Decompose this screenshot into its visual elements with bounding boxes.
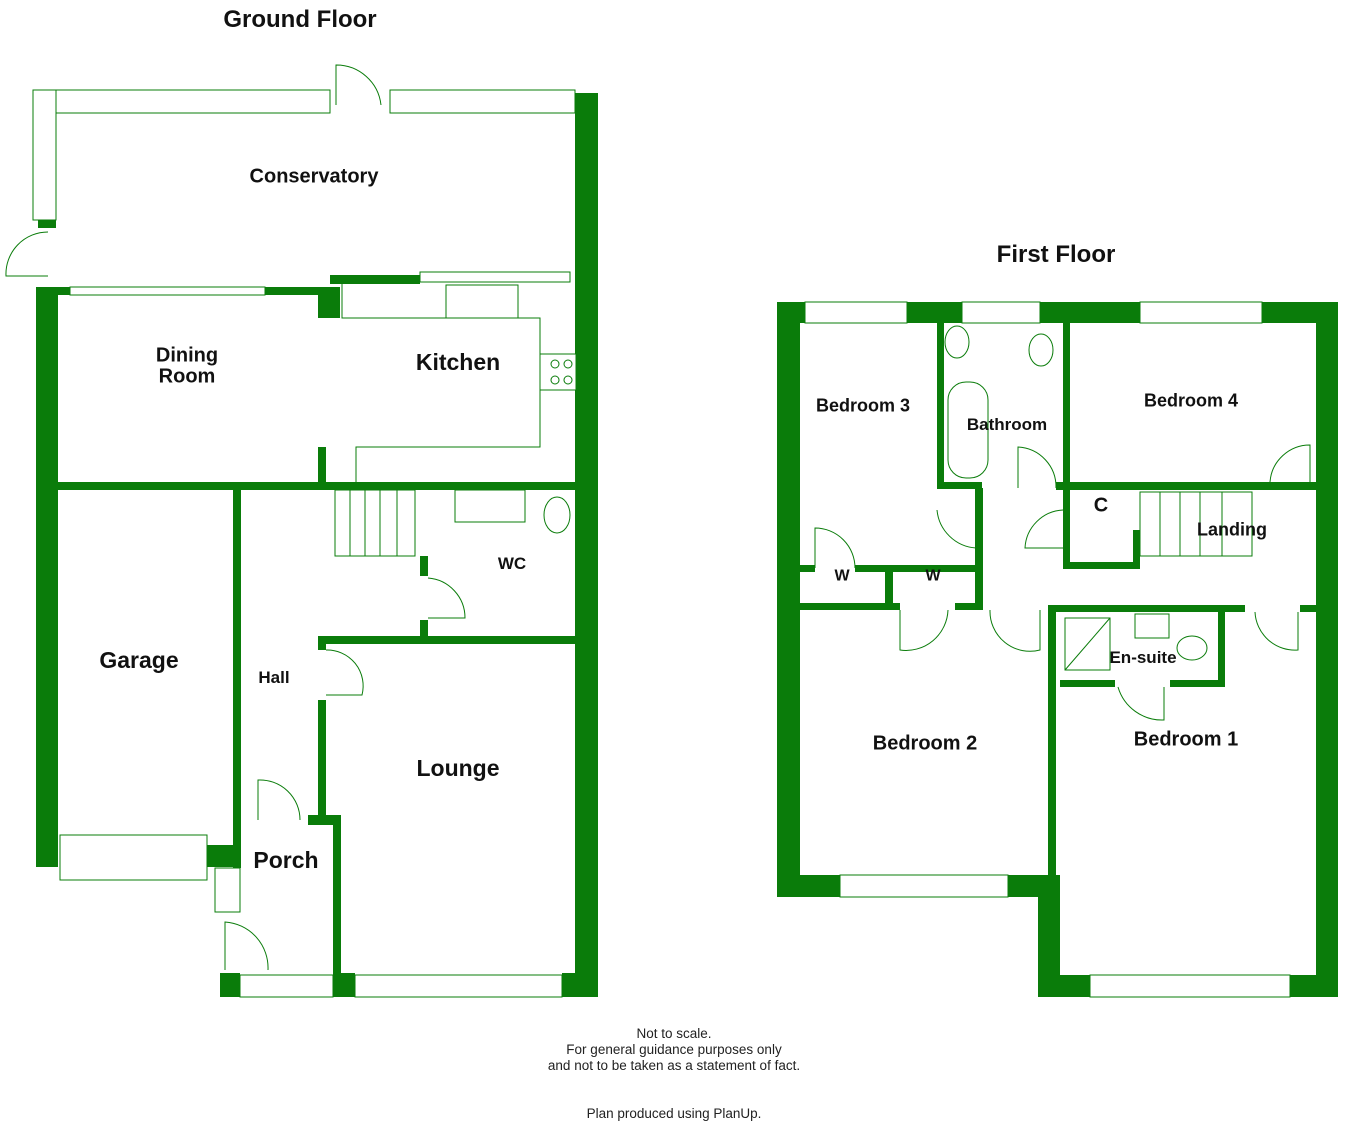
room-label-porch: Porch — [253, 846, 319, 873]
toilet-icon — [1028, 333, 1054, 367]
hob-icon — [539, 353, 577, 391]
window — [1139, 301, 1263, 324]
disclaimer-line-2: For general guidance purposes only — [566, 1042, 782, 1057]
disclaimer-note: Not to scale. For general guidance purpo… — [548, 1026, 800, 1074]
door-icon — [5, 231, 49, 277]
disclaimer-line-3: and not to be taken as a statement of fa… — [547, 1058, 801, 1073]
garage-door — [59, 834, 208, 881]
room-label-kitchen: Kitchen — [415, 348, 501, 375]
toilet-icon — [1176, 635, 1208, 661]
stairs — [334, 489, 416, 557]
window — [239, 974, 334, 998]
conservatory-window — [32, 89, 57, 221]
room-label-conservatory: Conservatory — [249, 165, 379, 188]
room-label-wardrobe-2: W — [925, 567, 941, 585]
room-label-bedroom-1: Bedroom 1 — [1133, 728, 1239, 751]
stairs — [1139, 491, 1253, 557]
room-label-dining-2: Room — [158, 365, 216, 388]
window — [419, 271, 571, 283]
room-label-garage: Garage — [99, 646, 179, 673]
window — [354, 974, 563, 998]
room-label-hall: Hall — [258, 668, 290, 688]
room-label-bedroom-2: Bedroom 2 — [872, 732, 978, 755]
room-label-dining-1: Dining — [155, 344, 219, 367]
toilet-icon — [543, 496, 571, 534]
first-floor-plan — [777, 301, 1338, 998]
bath-icon — [947, 381, 989, 479]
basin-icon — [944, 325, 970, 359]
window — [804, 301, 908, 324]
credit-note: Plan produced using PlanUp. — [586, 1106, 762, 1121]
sink-icon — [445, 284, 519, 319]
conservatory-window — [389, 89, 576, 114]
window — [69, 286, 266, 296]
room-label-wc: WC — [497, 554, 527, 574]
window — [839, 874, 1009, 898]
basin-icon — [1134, 613, 1170, 639]
first-floor-title: First Floor — [996, 241, 1116, 268]
conservatory-window — [32, 89, 331, 114]
window — [214, 867, 241, 913]
room-label-lounge: Lounge — [416, 754, 500, 781]
window — [961, 301, 1041, 324]
room-label-bathroom: Bathroom — [966, 415, 1048, 435]
room-label-bedroom-3: Bedroom 3 — [815, 395, 911, 416]
room-label-en-suite: En-suite — [1109, 648, 1177, 668]
room-label-bedroom-4: Bedroom 4 — [1143, 390, 1239, 411]
room-label-wardrobe-1: W — [834, 567, 850, 585]
ground-floor-title: Ground Floor — [223, 6, 377, 33]
window — [1089, 974, 1291, 998]
door-icon — [335, 64, 382, 106]
room-label-landing: Landing — [1197, 519, 1267, 540]
wc-basin-icon — [454, 489, 526, 523]
ground-floor-plan — [5, 64, 598, 998]
room-label-cupboard: C — [1093, 494, 1109, 517]
disclaimer-line-1: Not to scale. — [636, 1026, 712, 1041]
